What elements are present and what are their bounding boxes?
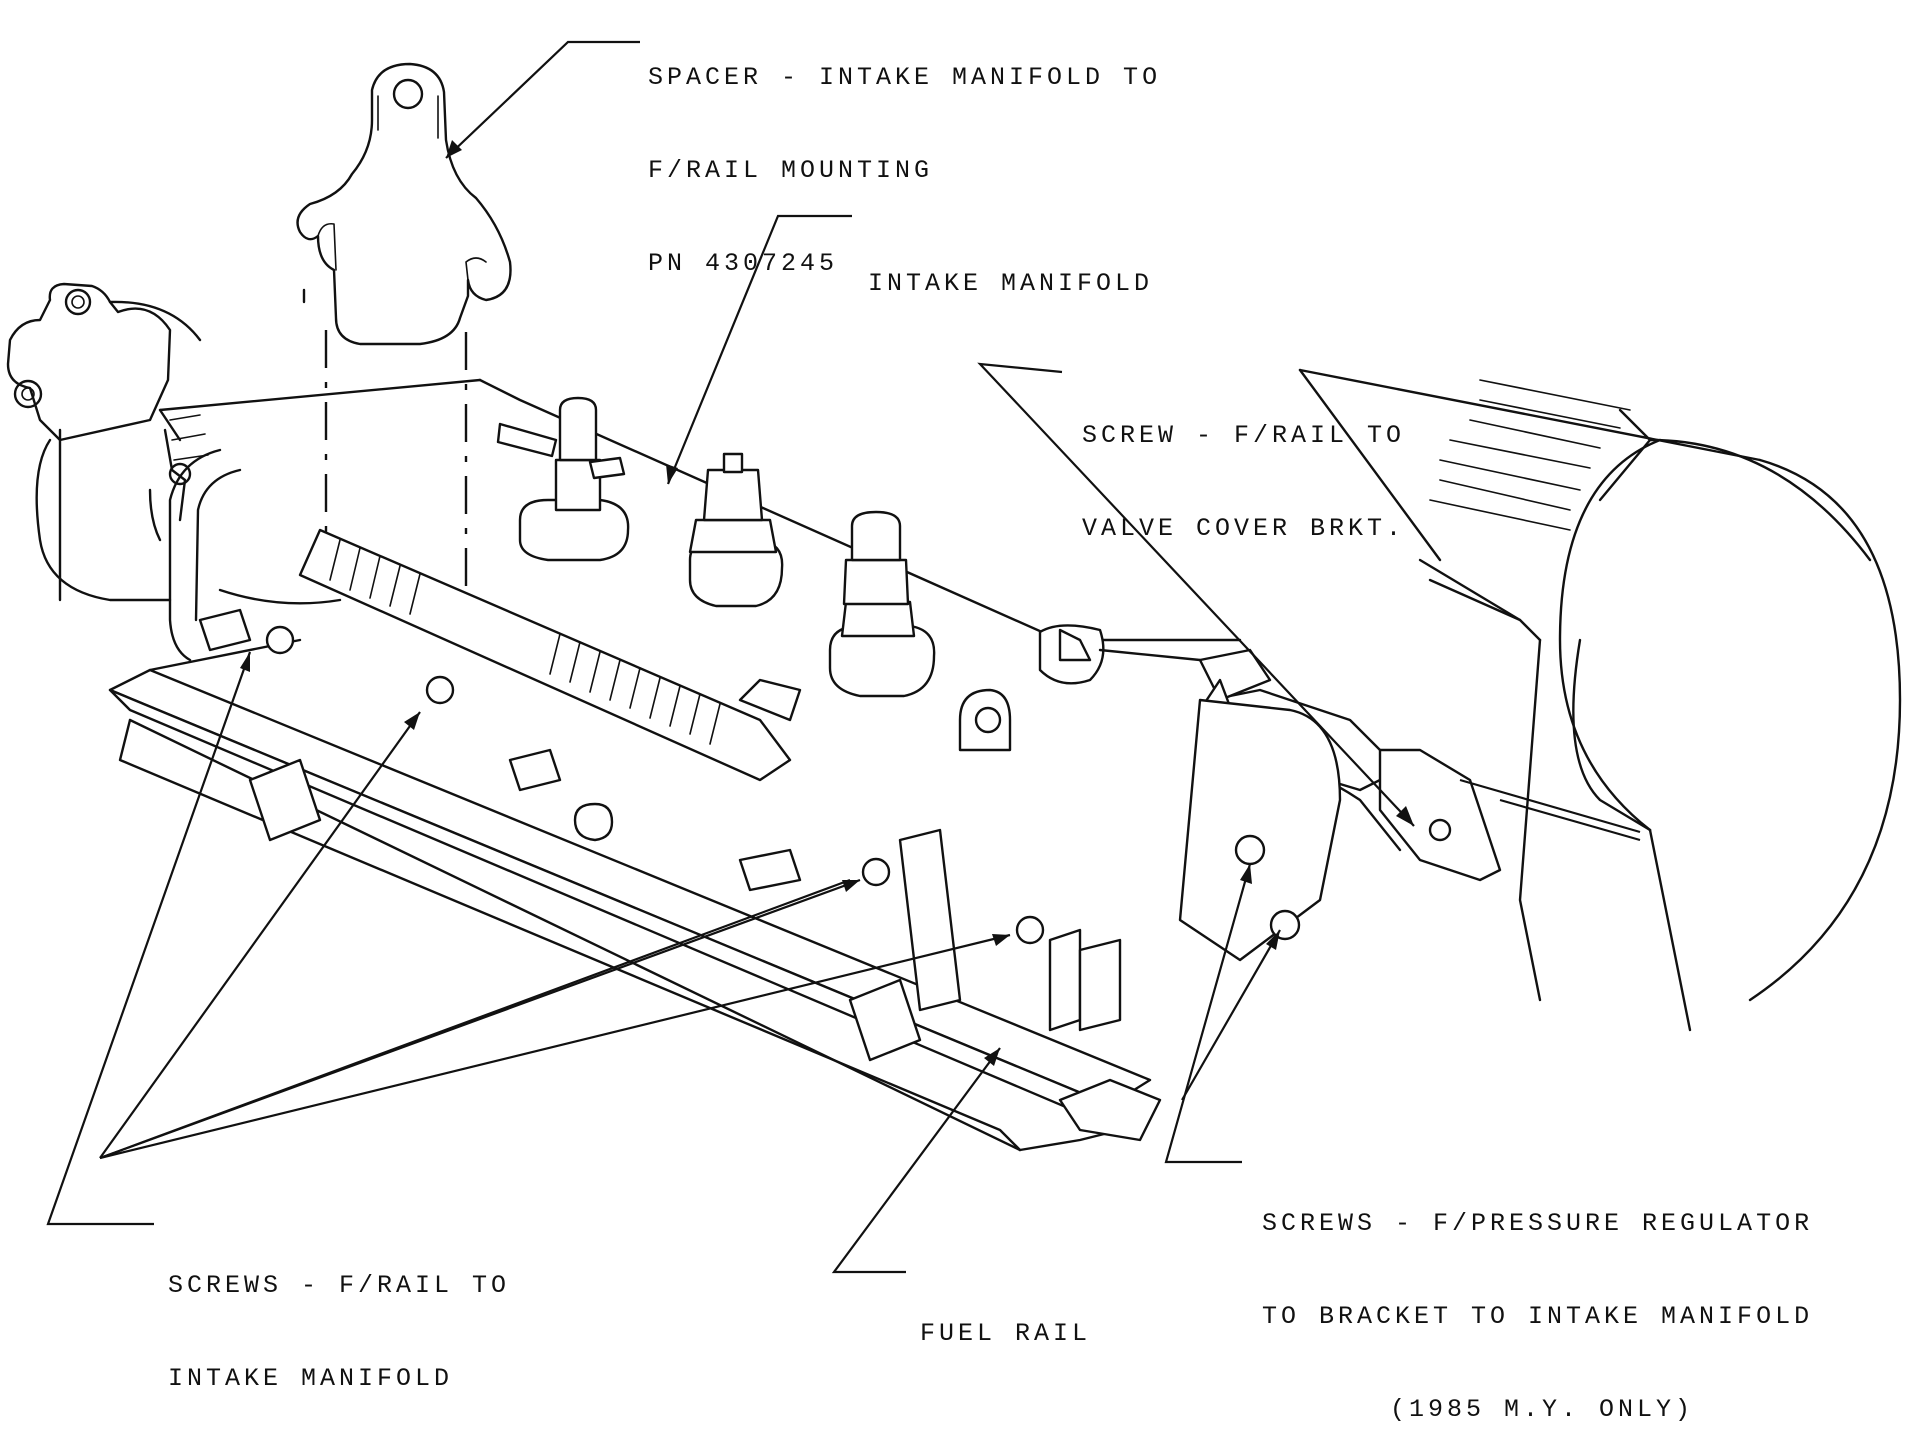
diagram-canvas: SPACER - INTAKE MANIFOLD TO F/RAIL MOUNT… <box>6 0 1902 1424</box>
label-spacer: SPACER - INTAKE MANIFOLD TO F/RAIL MOUNT… <box>648 0 1161 310</box>
label-fuel-rail-line1: FUEL RAIL <box>920 1319 1092 1348</box>
label-screws-rail-to-manifold: SCREWS - F/RAIL TO INTAKE MANIFOLD <box>168 1208 510 1425</box>
label-screws-pressure-regulator-line2: TO BRACKET TO INTAKE MANIFOLD <box>1262 1302 1814 1331</box>
spacer-part <box>296 62 512 346</box>
label-screw-valve-cover: SCREW - F/RAIL TO VALVE COVER BRKT. <box>1082 358 1405 575</box>
label-spacer-line3: PN 4307245 <box>648 249 839 278</box>
label-screw-valve-cover-line2: VALVE COVER BRKT. <box>1082 514 1406 543</box>
engine-line-drawing <box>6 40 1902 1274</box>
label-spacer-line2: F/RAIL MOUNTING <box>648 156 934 185</box>
label-fuel-rail: FUEL RAIL <box>920 1256 1091 1380</box>
label-screws-pressure-regulator-line1: SCREWS - F/PRESSURE REGULATOR <box>1262 1209 1814 1238</box>
label-screws-rail-to-manifold-line1: SCREWS - F/RAIL TO <box>168 1271 511 1300</box>
valve-cover-right <box>1298 368 1902 1032</box>
fuel-rail-assembly <box>168 448 1502 962</box>
label-screws-rail-to-manifold-line2: INTAKE MANIFOLD <box>168 1364 454 1393</box>
label-intake-manifold-line1: INTAKE MANIFOLD <box>868 269 1154 298</box>
leader-lines <box>46 40 1641 1274</box>
manifold-left-flange <box>6 282 202 602</box>
label-screw-valve-cover-line1: SCREW - F/RAIL TO <box>1082 421 1406 450</box>
label-intake-manifold: INTAKE MANIFOLD <box>868 206 1153 330</box>
label-spacer-line1: SPACER - INTAKE MANIFOLD TO <box>648 63 1162 92</box>
label-screws-pressure-regulator-line3: (1985 M.Y. ONLY) <box>1389 1395 1695 1424</box>
label-screws-pressure-regulator: SCREWS - F/PRESSURE REGULATOR TO BRACKET… <box>1262 1146 1822 1456</box>
top-fittings <box>496 396 936 698</box>
injectors-and-screws <box>198 608 1122 1032</box>
fuel-rail-channel <box>108 638 1162 1152</box>
